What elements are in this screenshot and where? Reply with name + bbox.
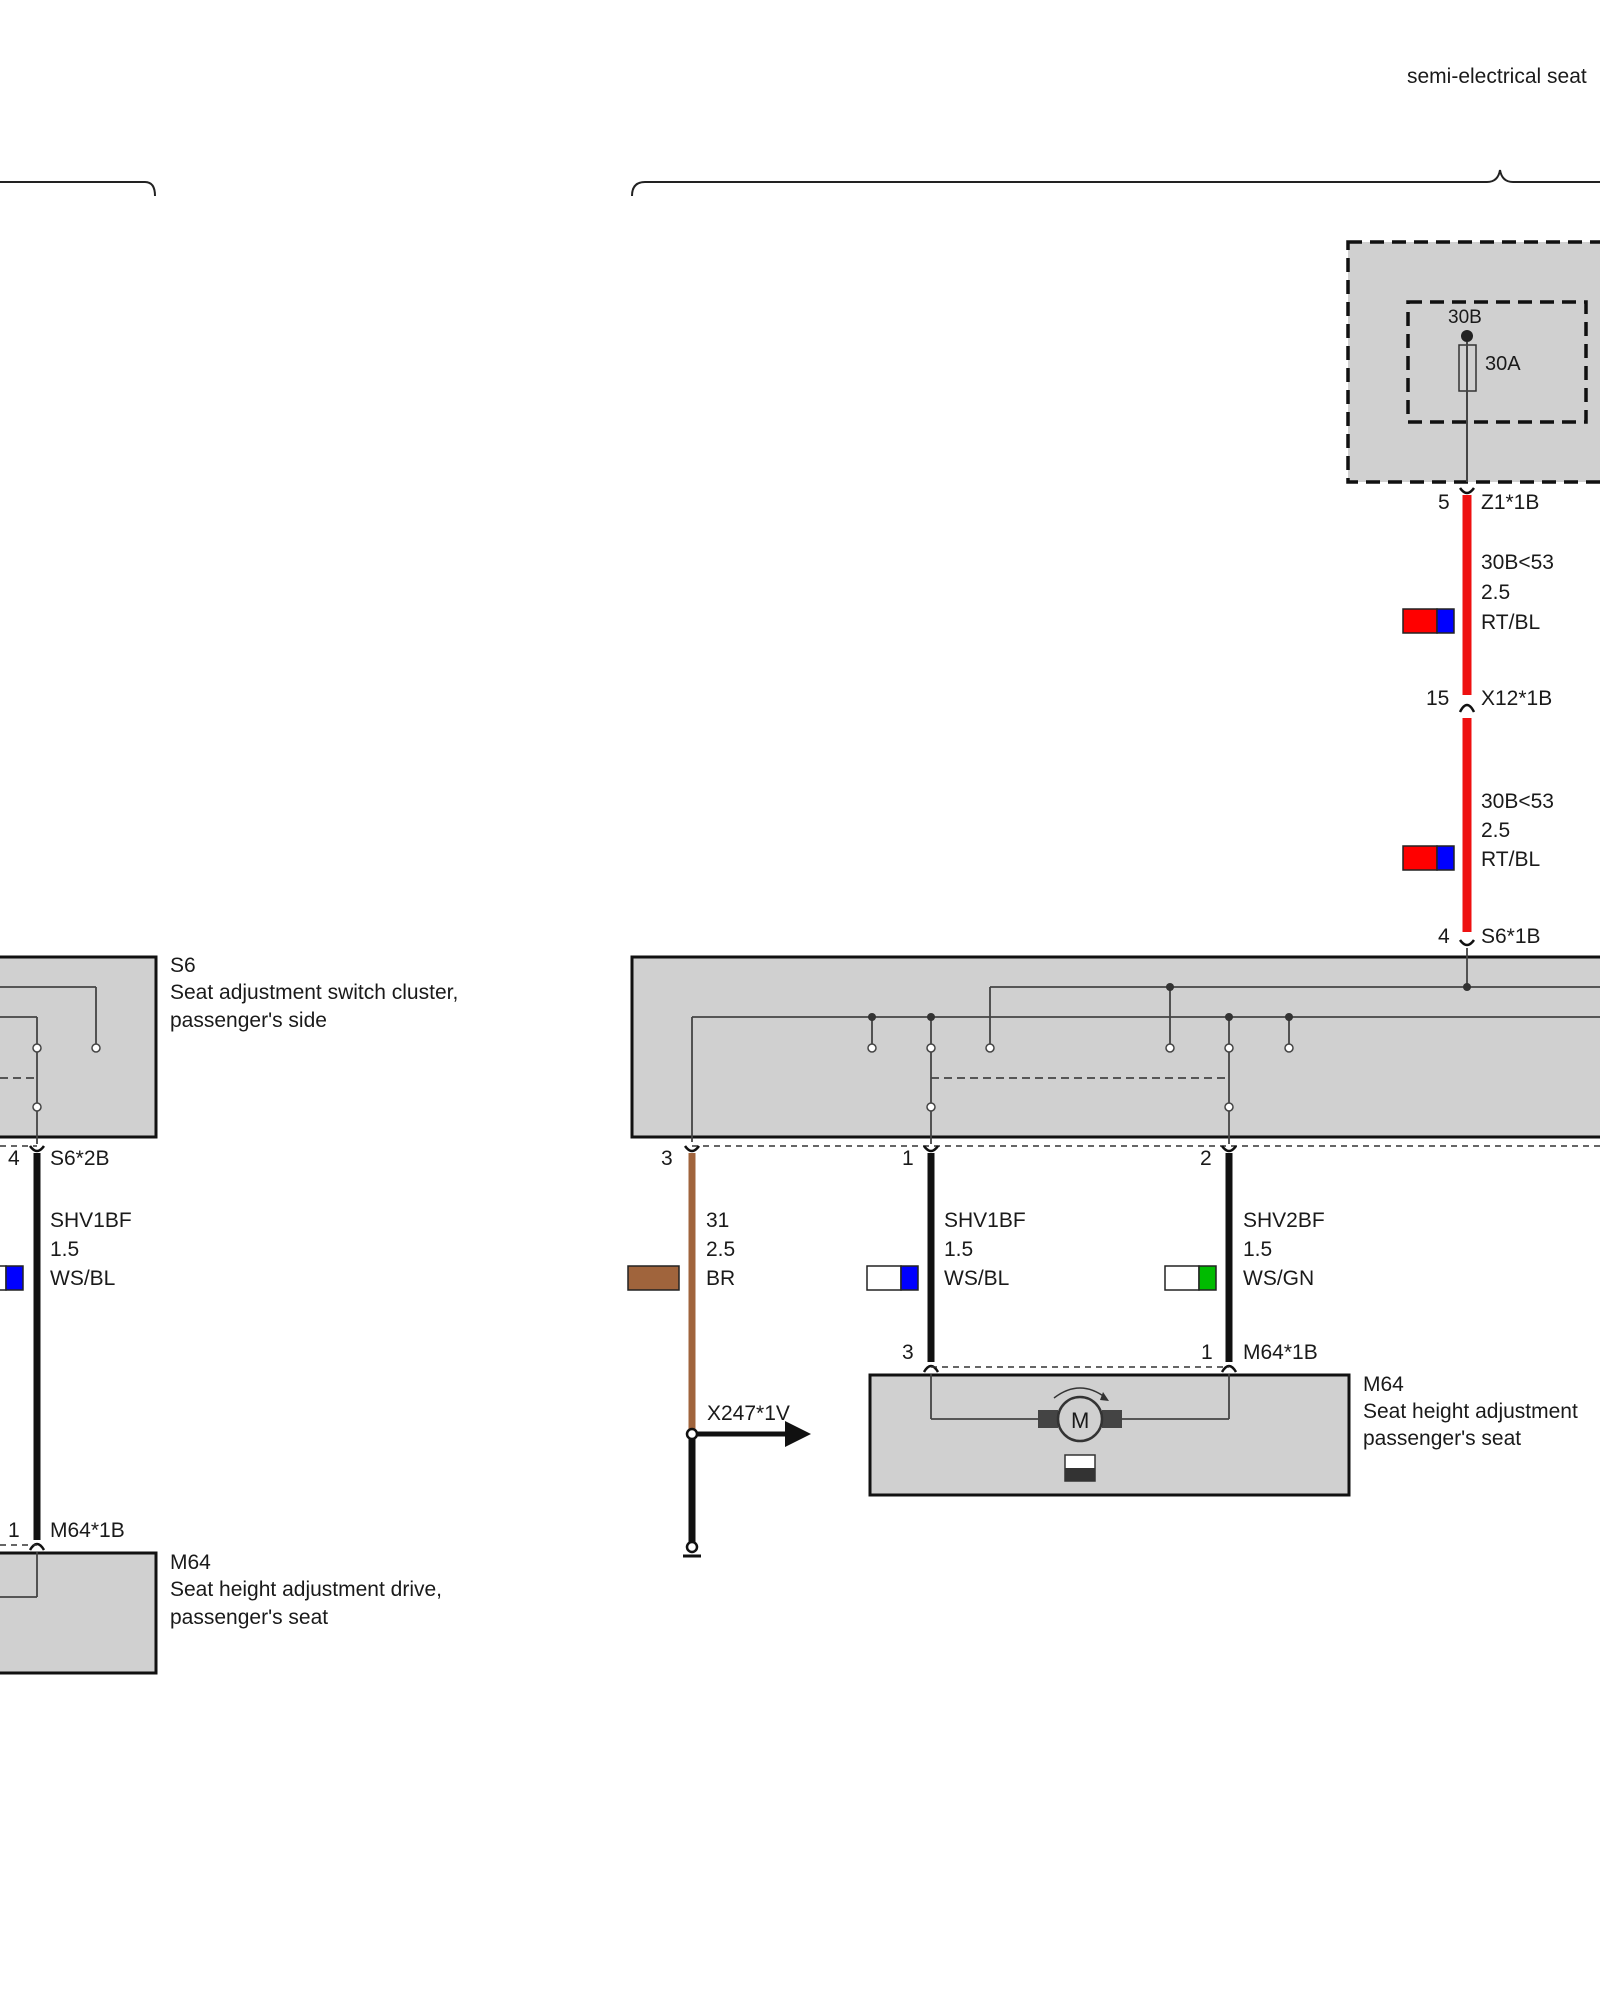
wire-1-top-pin: 1 xyxy=(902,1147,914,1170)
motor-m64-name-line2: passenger's seat xyxy=(1363,1427,1521,1450)
wire-1-swatch xyxy=(866,1265,919,1291)
section-label: semi-electrical seat xyxy=(1407,65,1587,88)
ground-pin-arc xyxy=(683,1145,701,1153)
left-wire-bottom-connector: M64*1B xyxy=(50,1519,125,1542)
left-wire-bottom-arc xyxy=(28,1542,46,1551)
wire-1-gauge: 1.5 xyxy=(944,1238,973,1261)
left-motor-name-line1: Seat height adjustment drive, xyxy=(170,1578,442,1601)
right-brace xyxy=(631,169,1600,197)
ground-wire-swatch xyxy=(627,1265,680,1291)
left-brace xyxy=(0,181,156,197)
left-switch-id: S6 xyxy=(170,954,196,977)
motor-m64-name-line1: Seat height adjustment xyxy=(1363,1400,1578,1423)
left-wire-gauge: 1.5 xyxy=(50,1238,79,1261)
ground-wire-signal: 31 xyxy=(706,1209,729,1232)
wire-2-signal: SHV2BF xyxy=(1243,1209,1325,1232)
left-wire-swatch xyxy=(0,1265,24,1291)
feed-wire-1-swatch xyxy=(1402,608,1455,634)
connector-z1-label: Z1*1B xyxy=(1481,491,1539,514)
motor-symbol-letter: M xyxy=(1071,1408,1089,1433)
left-wire-top-arc xyxy=(28,1145,46,1153)
ground-wire-color: BR xyxy=(706,1267,735,1290)
feed-wire-2-signal: 30B<53 xyxy=(1481,790,1554,813)
left-wire-signal: SHV1BF xyxy=(50,1209,132,1232)
fuse-terminal-dot xyxy=(1461,330,1473,342)
feed-wire-1-color: RT/BL xyxy=(1481,611,1540,634)
left-wire-color: WS/BL xyxy=(50,1267,115,1290)
connector-s6-1b-arc xyxy=(1458,939,1476,947)
switch-cluster-s6-right xyxy=(630,948,1600,1144)
connector-s6-1b-label: S6*1B xyxy=(1481,925,1541,948)
left-switch-name-line1: Seat adjustment switch cluster, xyxy=(170,981,458,1004)
feed-wire-2-swatch xyxy=(1402,845,1455,871)
pin-4-label: 4 xyxy=(1438,925,1450,948)
left-wire-top-connector: S6*2B xyxy=(50,1147,110,1170)
wire-2-color: WS/GN xyxy=(1243,1267,1314,1290)
fuse-terminal-label: 30B xyxy=(1448,307,1482,328)
wire-2-top-arc xyxy=(1220,1145,1238,1153)
wire-1-signal: SHV1BF xyxy=(944,1209,1026,1232)
wire-2-bottom-pin: 1 xyxy=(1201,1341,1213,1364)
motor-m64-id: M64 xyxy=(1363,1373,1404,1396)
ground-end-dot xyxy=(685,1540,699,1554)
wire-1-color: WS/BL xyxy=(944,1267,1009,1290)
left-wire-top-pin: 4 xyxy=(8,1147,20,1170)
left-motor-id: M64 xyxy=(170,1551,211,1574)
feed-wire-1-signal: 30B<53 xyxy=(1481,551,1554,574)
wire-2-gauge: 1.5 xyxy=(1243,1238,1272,1261)
ground-connector-label: X247*1V xyxy=(707,1402,790,1425)
fuse-rating-label: 30A xyxy=(1485,353,1521,375)
fuse-unit-box xyxy=(1346,240,1600,484)
connector-x12-arc xyxy=(1458,703,1476,713)
connector-z1-arc xyxy=(1458,487,1476,495)
wire-2-swatch xyxy=(1164,1265,1217,1291)
wire-1-top-arc xyxy=(922,1145,940,1153)
motor-connector-label: M64*1B xyxy=(1243,1341,1318,1364)
switch-cluster-s6-left xyxy=(0,955,158,1144)
left-wire-bottom-pin: 1 xyxy=(8,1519,20,1542)
feed-wire-2-gauge: 2.5 xyxy=(1481,819,1510,842)
fuse-inner-box xyxy=(1406,300,1588,424)
feed-wire-1-gauge: 2.5 xyxy=(1481,581,1510,604)
wire-1-bottom-arc xyxy=(922,1364,940,1373)
feed-wire-2-color: RT/BL xyxy=(1481,848,1540,871)
wire-2-bottom-arc xyxy=(1220,1364,1238,1373)
ground-junction-dot xyxy=(685,1427,699,1441)
left-switch-name-line2: passenger's side xyxy=(170,1009,327,1032)
motor-m64-left xyxy=(0,1551,158,1675)
ground-pin-label: 3 xyxy=(661,1147,673,1170)
connector-x12-label: X12*1B xyxy=(1481,687,1552,710)
wire-2-top-pin: 2 xyxy=(1200,1147,1212,1170)
pin-5-label: 5 xyxy=(1438,491,1450,514)
ground-wire-gauge: 2.5 xyxy=(706,1238,735,1261)
wire-1-bottom-pin: 3 xyxy=(902,1341,914,1364)
motor-m64-right xyxy=(868,1373,1351,1497)
left-motor-name-line2: passenger's seat xyxy=(170,1606,328,1629)
ground-arrow-head xyxy=(785,1421,811,1447)
pin-15-label: 15 xyxy=(1426,687,1449,710)
